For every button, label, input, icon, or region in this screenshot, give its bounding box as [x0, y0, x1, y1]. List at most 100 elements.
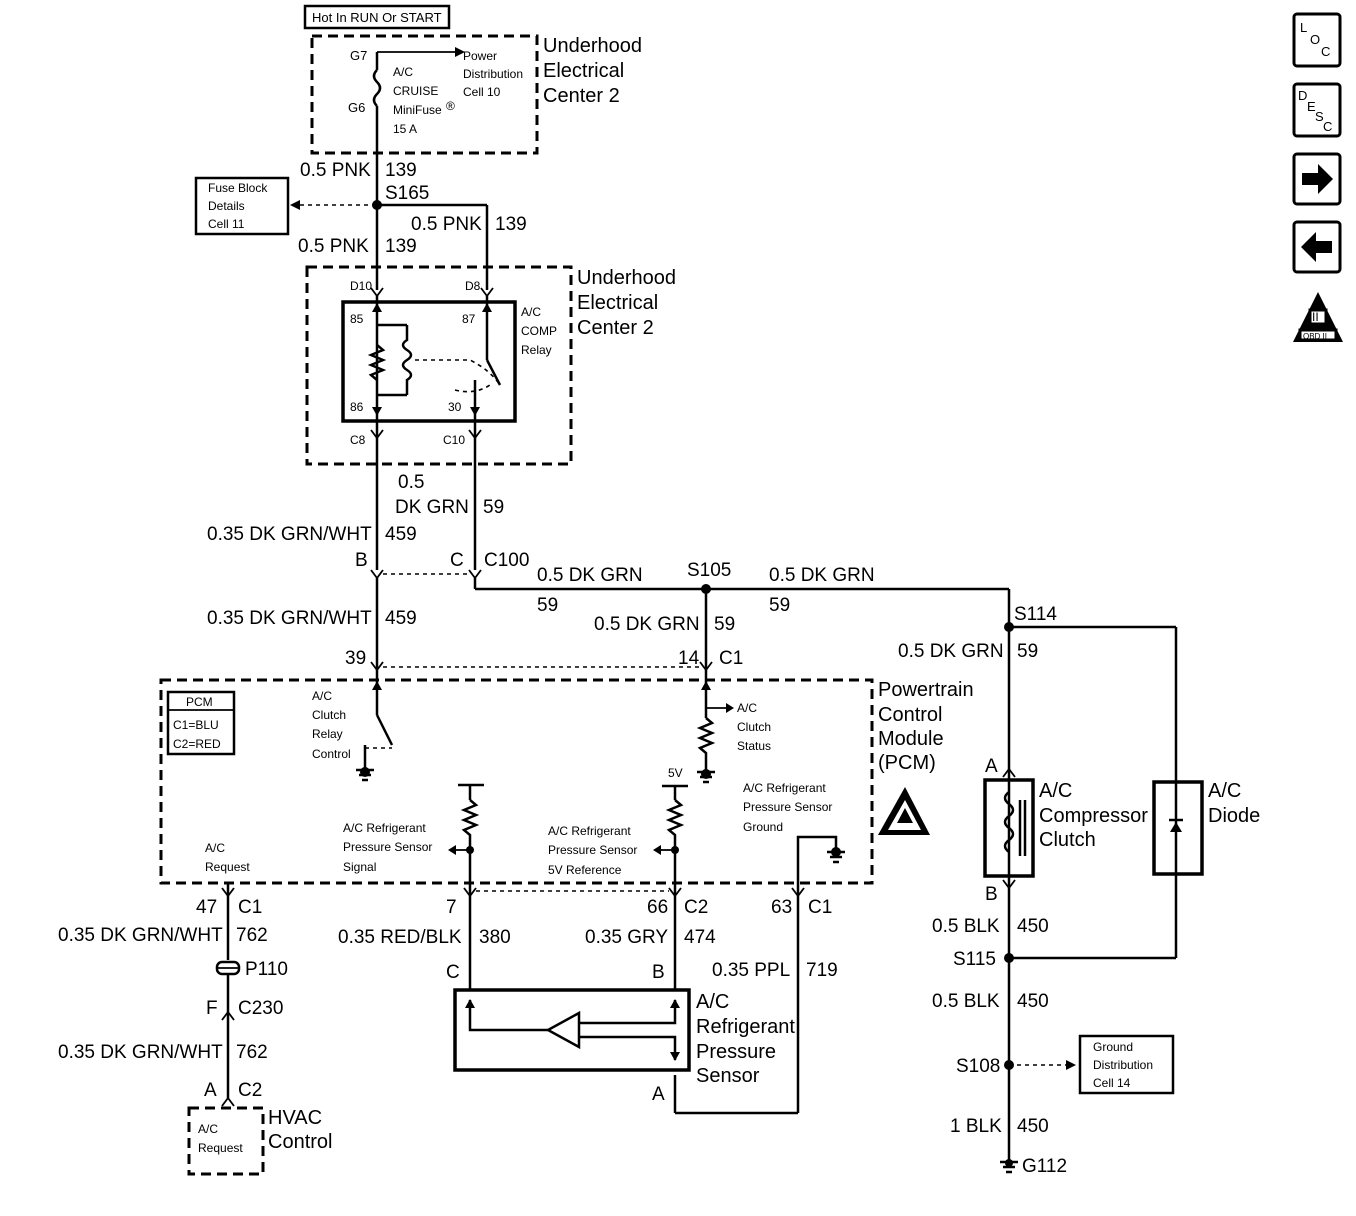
- wire-blk-a-gauge: 0.5 BLK: [932, 916, 1000, 937]
- wire-pnk-b-gauge: 0.5 PNK: [411, 214, 482, 235]
- c100-pin-c: C: [450, 550, 464, 571]
- wire-ppl-circuit: 719: [806, 960, 838, 981]
- pcm-sensor-ground: A/C Refrigerant Pressure Sensor Ground: [743, 781, 836, 834]
- wire-dkgrn-s105-right-circuit: 59: [769, 595, 790, 616]
- p110-label: P110: [245, 959, 288, 980]
- wire-blk-a-circuit: 450: [1017, 916, 1049, 937]
- fuse-symbol: [372, 69, 382, 107]
- pressure-sensor-label: A/C Refrigerant Pressure Sensor: [696, 991, 801, 1087]
- wire-dkgrn-relay-gauge-bottom: DK GRN: [395, 497, 469, 518]
- relay-resistor: [367, 344, 387, 381]
- c100-label: C100: [484, 550, 529, 571]
- splice-s114-label: S114: [1014, 604, 1057, 625]
- arrow-right-icon: [455, 47, 465, 57]
- arrow-right-icon: [1066, 1060, 1076, 1070]
- relay-pin-87: 87: [462, 312, 476, 326]
- uec-fuse-enclosure: [310, 34, 539, 155]
- status-resistor: [696, 717, 716, 772]
- wire-blk-b-gauge: 0.5 BLK: [932, 991, 1000, 1012]
- arrow-left-icon: [1301, 232, 1332, 262]
- uec-top-label: Underhood Electrical Center 2: [543, 35, 648, 107]
- diode-icon: [1170, 822, 1182, 832]
- svg-text:S: S: [1315, 109, 1324, 124]
- compressor-clutch-box: [983, 778, 1035, 878]
- fuse-block-ref: Fuse Block Details Cell 11: [208, 181, 271, 231]
- sensor-pin-b: B: [652, 962, 665, 983]
- pcm-ac-request: A/C Request: [205, 841, 250, 874]
- relay-pin-86: 86: [350, 400, 364, 414]
- wire-blk-c-gauge: 1 BLK: [950, 1116, 1002, 1137]
- pcm-c2: C2: [684, 897, 708, 918]
- clutch-coil: [1003, 791, 1015, 853]
- uec-relay-enclosure: [305, 265, 573, 466]
- wire-pnk-c-circuit: 139: [385, 236, 417, 257]
- relay-box: [341, 300, 517, 423]
- conn-c8: C8: [350, 433, 366, 447]
- ground-g112: G112: [1022, 1156, 1067, 1177]
- svg-text:C: C: [1321, 44, 1330, 59]
- wire-blk-b-circuit: 450: [1017, 991, 1049, 1012]
- pcm-enclosure: [159, 678, 874, 885]
- pcm-legend-c1: C1=BLU: [173, 718, 219, 732]
- wire-pnk-a-gauge: 0.5 PNK: [300, 160, 371, 181]
- wire-grnwht-c-circuit: 762: [236, 925, 268, 946]
- svg-text:D: D: [1298, 88, 1307, 103]
- obd-button[interactable]: II OBD II: [1293, 292, 1343, 342]
- wire-grnwht-c-gauge: 0.35 DK GRN/WHT: [58, 925, 223, 946]
- svg-text:II: II: [1312, 310, 1319, 324]
- svg-text:OBD II: OBD II: [1303, 332, 1327, 341]
- pcm-pin-39: 39: [345, 648, 366, 669]
- fuse-pin-g7: G7: [350, 48, 367, 63]
- wire-redblk-circuit: 380: [479, 927, 511, 948]
- relay-pin-85: 85: [350, 312, 364, 326]
- pcm-pin-14: 14: [678, 648, 700, 669]
- pcm-clutch-relay-control: A/C Clutch Relay Control: [312, 689, 351, 761]
- wire-grnwht-d-circuit: 762: [236, 1042, 268, 1063]
- hvac-pin-a: A: [204, 1080, 217, 1101]
- pcm-c1-left: C1: [238, 897, 262, 918]
- wire-grnwht-a-gauge: 0.35 DK GRN/WHT: [207, 524, 372, 545]
- wire-grnwht-d-gauge: 0.35 DK GRN/WHT: [58, 1042, 223, 1063]
- relay-name: A/C COMP Relay: [521, 305, 560, 357]
- prev-button[interactable]: [1292, 220, 1342, 274]
- splice-s115-label: S115: [953, 949, 996, 970]
- diode-label: A/C Diode: [1208, 780, 1260, 827]
- hot-label: Hot In RUN Or START: [312, 10, 442, 25]
- wire-dkgrn-s114-gauge: 0.5 DK GRN: [898, 641, 1004, 662]
- power-distribution-ref[interactable]: Power Distribution Cell 10: [463, 49, 526, 99]
- next-button[interactable]: [1292, 152, 1342, 206]
- svg-text:C: C: [1323, 119, 1332, 134]
- fuse-block-ref-box[interactable]: [194, 176, 290, 236]
- wire-dkgrn-s105-down-circuit: 59: [714, 614, 735, 635]
- wire-dkgrn-c100-circuit: 59: [537, 595, 558, 616]
- hvac-enclosure: [187, 1106, 265, 1176]
- hvac-c2: C2: [238, 1080, 262, 1101]
- wire-dkgrn-s105-down-gauge: 0.5 DK GRN: [594, 614, 700, 635]
- fuse-pin-g6: G6: [348, 100, 365, 115]
- ground-distribution-ref-box[interactable]: [1078, 1034, 1175, 1095]
- wire-grnwht-b-circuit: 459: [385, 608, 417, 629]
- compressor-clutch-label: A/C Compressor Clutch: [1039, 780, 1153, 851]
- pressure-sensor-box: [453, 988, 691, 1072]
- pcm-pin-47: 47: [196, 897, 217, 918]
- pcm-legend-box: [166, 690, 236, 756]
- pcm-label: Powertrain Control Module (PCM): [878, 679, 979, 774]
- wire-dkgrn-relay-circuit: 59: [483, 497, 504, 518]
- svg-text:E: E: [1307, 99, 1316, 114]
- wire-dkgrn-s114-circuit: 59: [1017, 641, 1038, 662]
- wire-gry-circuit: 474: [684, 927, 716, 948]
- desc-button[interactable]: D E S C: [1292, 82, 1342, 138]
- c230-label: C230: [238, 998, 283, 1019]
- arrow-left-icon: [290, 200, 300, 210]
- sensor-pin-a: A: [652, 1084, 665, 1105]
- splice-s108-label: S108: [956, 1056, 1000, 1077]
- splice-s115: [1004, 953, 1014, 963]
- fuse-label: A/C CRUISE MiniFuse 15 A: [393, 65, 445, 136]
- pcm-c1-right: C1: [808, 897, 832, 918]
- loc-button[interactable]: L O C: [1292, 12, 1342, 68]
- hvac-control-label: HVAC Control: [268, 1107, 332, 1153]
- registered-mark: ®: [446, 99, 455, 113]
- conn-d10: D10: [350, 279, 372, 293]
- arrow-right-icon: [1302, 164, 1333, 194]
